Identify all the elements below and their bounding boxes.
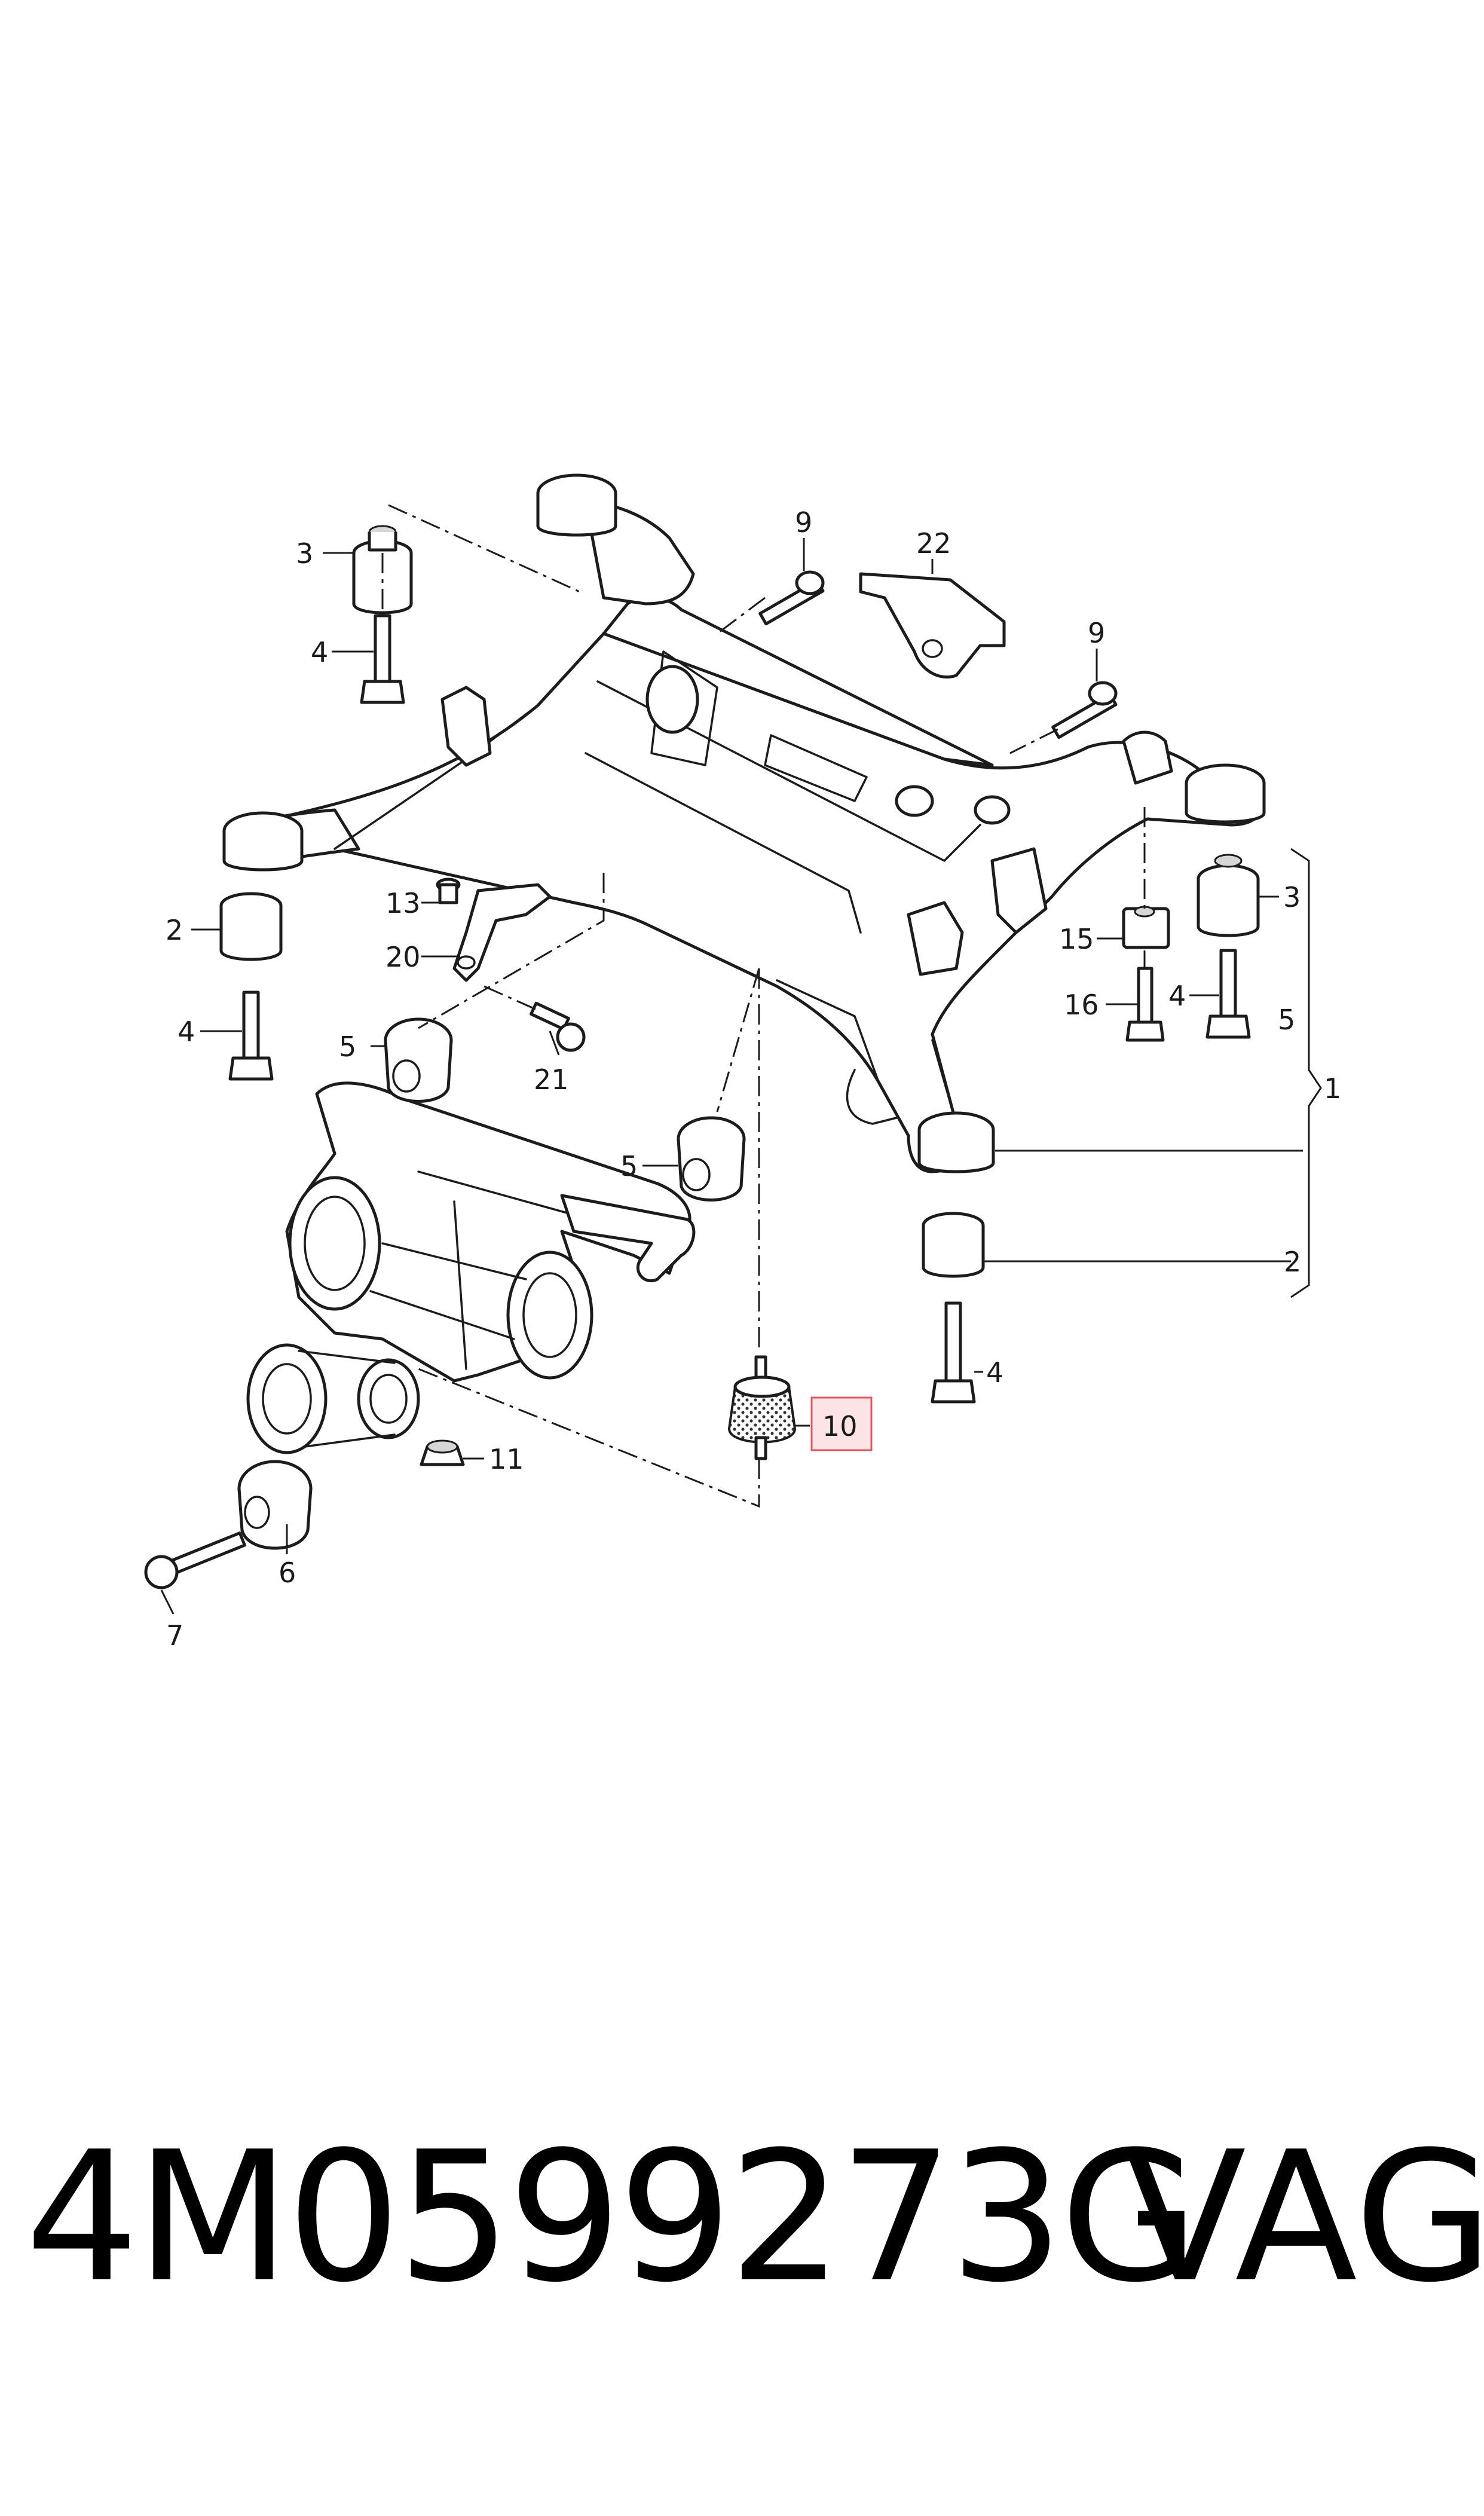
- callout-2-right: 2: [1284, 1246, 1301, 1278]
- callout-20: 20: [385, 941, 421, 973]
- callout-5-upper: 5: [339, 1031, 356, 1063]
- callout-16: 16: [1064, 989, 1099, 1021]
- clamp-15: [1122, 906, 1170, 949]
- bolt-21: [530, 1001, 586, 1052]
- callout-1: 1: [1324, 1072, 1341, 1105]
- nut-11: [420, 1439, 465, 1466]
- callout-10: 10: [822, 1410, 858, 1442]
- bushing-2-left: [219, 892, 283, 961]
- rubber-mount-10: [727, 1355, 797, 1460]
- bolt-7: [144, 1531, 246, 1589]
- bolt-4-top-left: [360, 614, 405, 704]
- subframe: [225, 500, 1262, 1173]
- callout-4-right: 4: [1168, 980, 1186, 1012]
- callout-5-lower: 5: [620, 1150, 638, 1182]
- bolt-4-right: [1205, 949, 1251, 1039]
- callout-4-left: 4: [178, 1016, 195, 1048]
- callout-13: 13: [385, 887, 421, 919]
- callout-5-right: 5: [1278, 1004, 1295, 1036]
- leader-lines: [160, 538, 1322, 1615]
- callout-2-left: 2: [166, 914, 183, 946]
- bracket-20: [452, 883, 552, 982]
- plug-13: [436, 878, 461, 904]
- heat-shield-22: [859, 572, 1006, 679]
- bolt-9-right: [1051, 681, 1118, 739]
- bushing-6: [237, 1460, 313, 1550]
- mount-cup-front-left: [222, 811, 304, 872]
- callout-22: 22: [916, 527, 951, 560]
- callout-3-right: 3: [1283, 881, 1301, 913]
- bolt-16: [1125, 967, 1165, 1042]
- bushing-3-right: [1197, 854, 1260, 937]
- assembly-lines: [381, 504, 1146, 1508]
- callout-21: 21: [534, 1063, 569, 1096]
- callout-3-left: 3: [296, 537, 313, 570]
- part-number-label: 4M0599273G: [25, 2113, 1199, 2322]
- mount-cup-front-right: [917, 1111, 995, 1173]
- mount-cup-rear-left: [536, 473, 617, 537]
- bushing-5-lower: [677, 1116, 746, 1202]
- callout-7: 7: [166, 1619, 183, 1652]
- callout-6: 6: [279, 1557, 296, 1589]
- brand-label: VAG: [1124, 2113, 1484, 2322]
- callout-4-top-left: 4: [311, 636, 328, 668]
- callout-9-top: 9: [795, 506, 812, 539]
- callout-9-right: 9: [1088, 617, 1105, 649]
- bushing-5-upper: [384, 1017, 453, 1103]
- mount-cup-rear-right: [1185, 763, 1266, 824]
- bolt-9-top: [758, 570, 825, 626]
- callout-10-highlight: [810, 1396, 873, 1451]
- rear-differential: [246, 1081, 696, 1454]
- bushing-2-right: [922, 1212, 985, 1278]
- bolt-4-bottom-right: [931, 1301, 976, 1404]
- bolt-4-left: [228, 990, 274, 1081]
- callout-11: 11: [489, 1443, 524, 1475]
- callout-15: 15: [1059, 923, 1094, 955]
- callout-4-bottom-right: 4: [986, 1356, 1003, 1389]
